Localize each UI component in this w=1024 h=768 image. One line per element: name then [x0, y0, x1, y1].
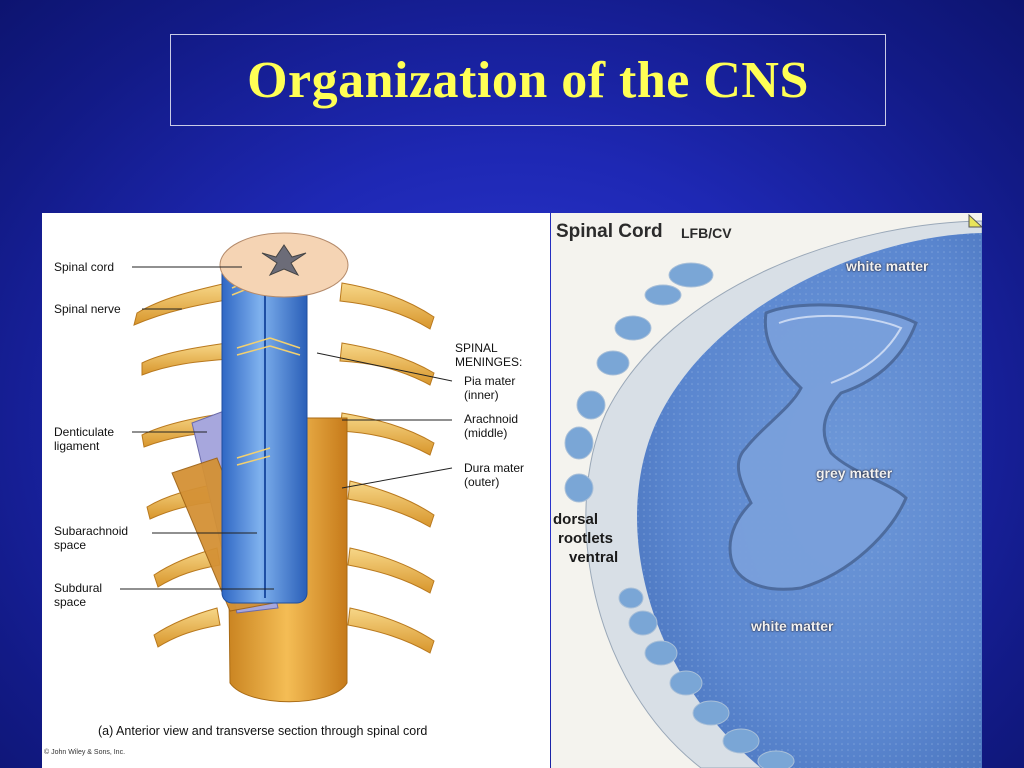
label-rootlets: rootlets	[558, 530, 614, 547]
spinal-nerves-right	[339, 282, 435, 654]
leader-lines	[120, 266, 453, 590]
micrograph-drawing	[564, 213, 982, 768]
label-ventral: ventral	[569, 549, 619, 566]
label-spinal-meninges: SPINAL MENINGES:	[455, 341, 523, 369]
label-white-matter-top: white matter	[846, 258, 929, 274]
spinal-cord-micrograph: Spinal Cord LFB/CV white matter grey mat…	[551, 213, 982, 768]
label-grey-matter: grey matter	[816, 465, 893, 481]
title-box: Organization of the CNS	[170, 34, 886, 126]
label-white-matter-bottom: white matter	[751, 618, 834, 634]
label-dura-mater: Dura mater (outer)	[464, 461, 525, 489]
label-subdural-space: Subdural space	[54, 581, 103, 609]
corner-marker	[968, 213, 982, 228]
label-denticulate-ligament: Denticulate ligament	[54, 425, 115, 453]
grey-matter-section	[261, 244, 307, 277]
label-arachnoid: Arachnoid (middle)	[464, 412, 519, 440]
micrograph-title: Spinal Cord	[556, 221, 663, 242]
label-dorsal: dorsal	[553, 511, 599, 528]
label-subarachnoid-space: Subarachnoid space	[54, 524, 129, 552]
label-spinal-cord: Spinal cord	[54, 260, 115, 274]
label-pia-mater: Pia mater (inner)	[464, 374, 516, 402]
rootlet-bundles	[564, 262, 795, 768]
label-spinal-nerve: Spinal nerve	[54, 302, 121, 316]
slide-title: Organization of the CNS	[247, 51, 809, 109]
micrograph-stain: LFB/CV	[681, 225, 732, 241]
illustration-caption: (a) Anterior view and transverse section…	[98, 724, 428, 738]
grey-matter-region	[728, 303, 918, 591]
copyright-notice: © John Wiley & Sons, Inc.	[44, 749, 126, 756]
spinal-cord-illustration: Spinal cord Spinal nerve SPINAL MENINGES…	[42, 213, 550, 768]
illustration-drawing	[120, 232, 453, 703]
